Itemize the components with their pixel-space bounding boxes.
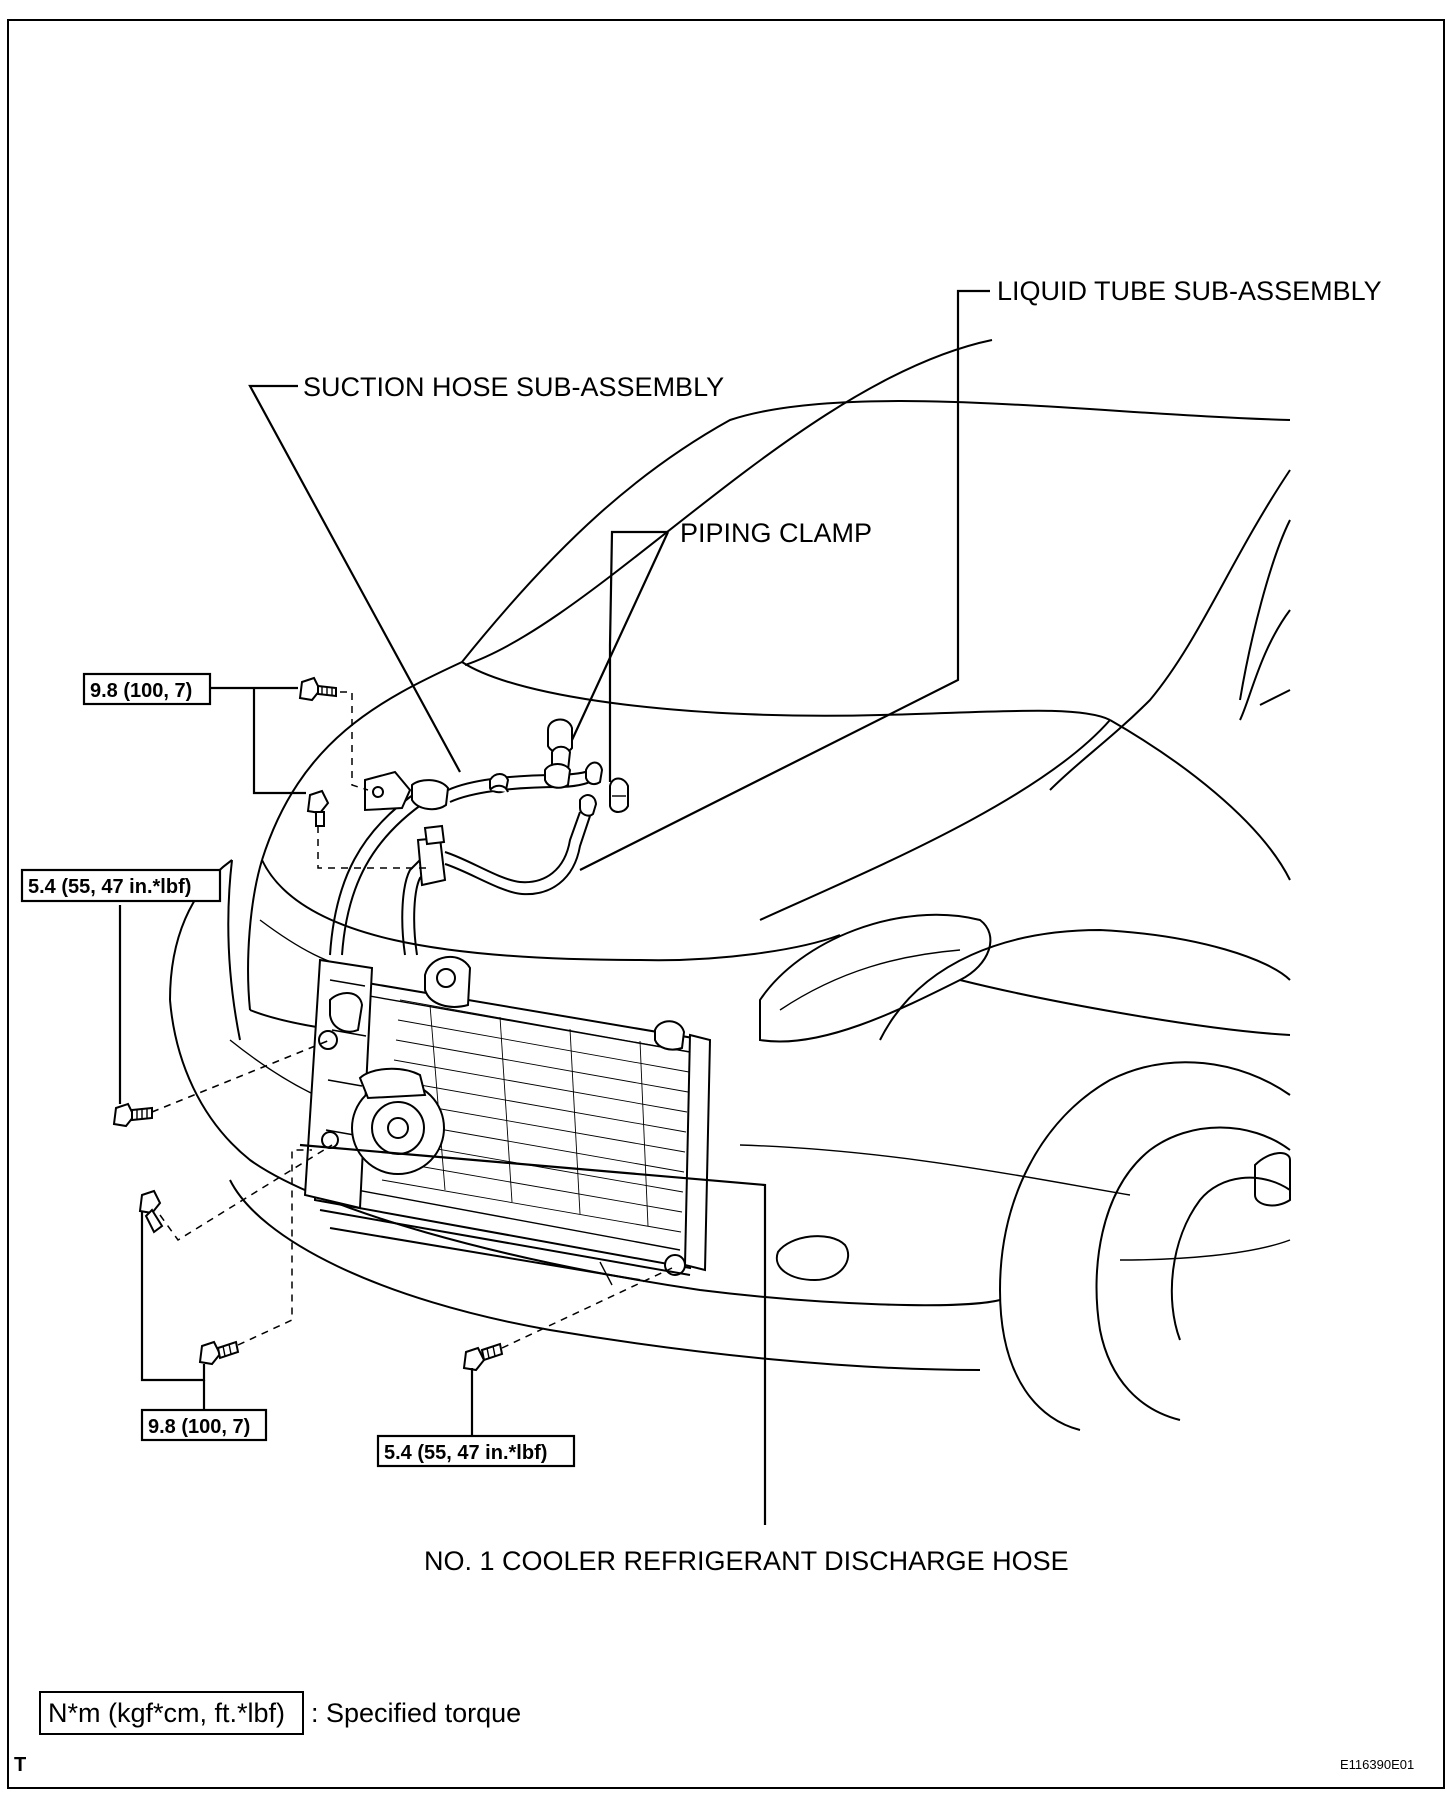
- liquid-tube-sub-assembly: [401, 794, 598, 956]
- leader-lines: [118, 289, 990, 1525]
- bolt-lower-left: [138, 1189, 164, 1234]
- discharge-hose-label: NO. 1 COOLER REFRIGERANT DISCHARGE HOSE: [424, 1546, 1069, 1576]
- torque-box-left-frame: [20, 868, 222, 903]
- bolt-upper-bracket: [306, 789, 330, 827]
- piping-clamp-label: PIPING CLAMP: [680, 518, 872, 548]
- torque-box-bottom-right: 5.4 (55, 47 in.*lbf): [384, 1442, 547, 1464]
- torque-box-bottom-left: 9.8 (100, 7): [148, 1416, 250, 1438]
- torque-box-left: 5.4 (55, 47 in.*lbf): [28, 876, 191, 898]
- legend-unit: N*m (kgf*cm, ft.*lbf): [48, 1698, 285, 1728]
- bolt-left: [112, 1102, 153, 1128]
- bolt-top: [298, 676, 337, 702]
- piping-clamp-2: [609, 777, 629, 813]
- figure-code: E116390E01: [1340, 1757, 1414, 1772]
- bolt-bottom-left: [198, 1340, 240, 1366]
- torque-box-bottom-left-frame: [140, 1408, 268, 1442]
- corner-mark: T: [14, 1754, 26, 1776]
- torque-box-top: 9.8 (100, 7): [90, 680, 192, 702]
- torque-box-bottom-right-frame: [376, 1434, 576, 1468]
- discharge-hose-fitting: [489, 784, 509, 793]
- bolt-bottom-right: [462, 1342, 504, 1372]
- torque-box-top-frame: [82, 672, 212, 706]
- vehicle-outline: [169, 339, 1291, 1431]
- liquid-tube-label: LIQUID TUBE SUB-ASSEMBLY: [997, 276, 1382, 306]
- installation-guide-lines: [151, 691, 673, 1349]
- figure-frame: [7, 19, 1445, 1789]
- hose-bracket: [364, 770, 412, 812]
- legend-unit-frame: [39, 1691, 304, 1735]
- piping-clamp-1: [544, 718, 573, 789]
- legend-description: : Specified torque: [311, 1698, 521, 1728]
- suction-hose-label: SUCTION HOSE SUB-ASSEMBLY: [303, 372, 724, 402]
